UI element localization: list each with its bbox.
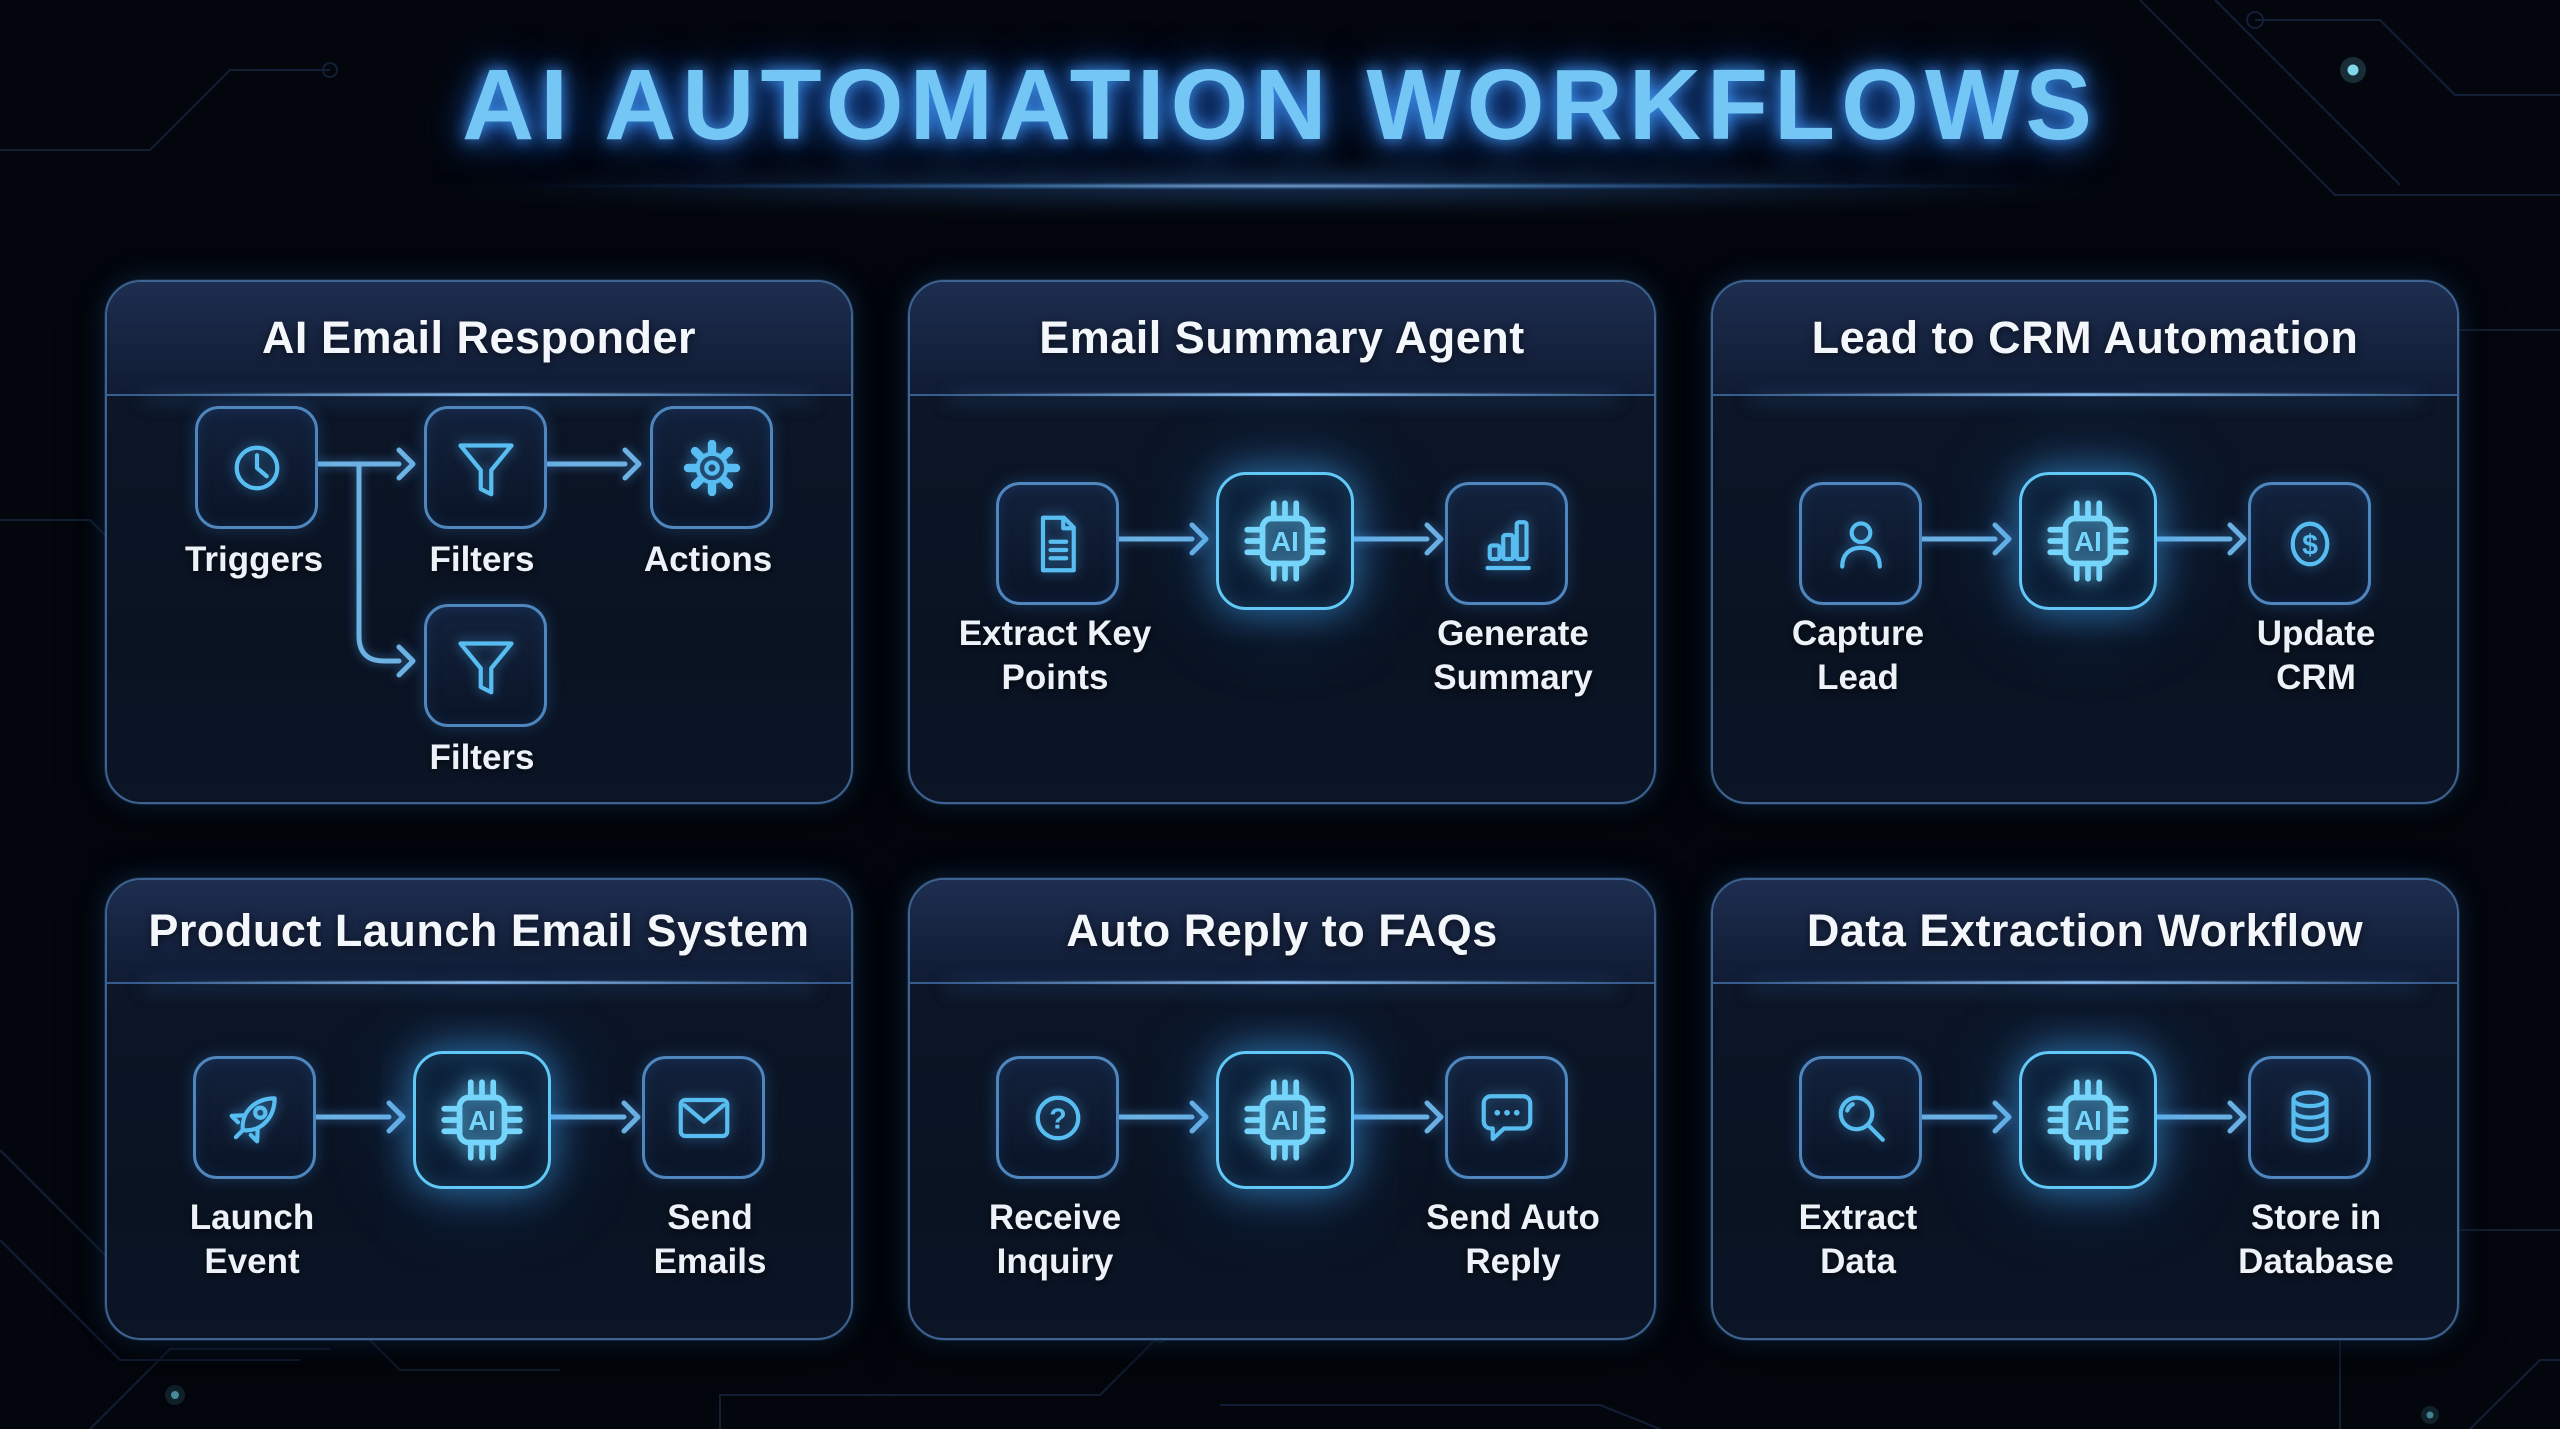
card-auto-reply-to-faqs: Auto Reply to FAQs Receive Inquiry Send … bbox=[908, 878, 1656, 1340]
node-filters-branch bbox=[424, 604, 547, 727]
node-update-crm bbox=[2248, 482, 2371, 605]
node-extract-key-points bbox=[996, 482, 1119, 605]
node-label-capture-lead: Capture Lead bbox=[1791, 614, 1925, 697]
flow-arrows bbox=[1919, 522, 2247, 556]
card-ai-email-responder: AI Email Responder Triggers Filters Act bbox=[105, 280, 853, 804]
node-launch-event bbox=[193, 1056, 316, 1179]
flow-arrows bbox=[1116, 1100, 1444, 1134]
node-filters bbox=[424, 406, 547, 529]
ai-chip-icon bbox=[2039, 1071, 2137, 1169]
node-label-send-emails: Send Emails bbox=[653, 1198, 767, 1281]
node-ai-processor bbox=[1135, 970, 1435, 1270]
node-label-filters-branch: Filters bbox=[429, 738, 535, 777]
card-header: Auto Reply to FAQs bbox=[910, 880, 1654, 984]
flow-arrows bbox=[1919, 1100, 2247, 1134]
workflow-diagram: Triggers Filters Actions Filters bbox=[107, 396, 851, 802]
document-icon bbox=[1022, 508, 1094, 580]
card-title: Product Launch Email System bbox=[148, 905, 810, 956]
node-ai-processor bbox=[332, 970, 632, 1270]
workflow-diagram: Launch Event Send Emails bbox=[107, 970, 851, 1338]
ai-chip-icon bbox=[433, 1071, 531, 1169]
node-label-filters: Filters bbox=[429, 540, 535, 579]
node-label-send-auto-reply: Send Auto Reply bbox=[1426, 1198, 1600, 1281]
node-send-emails bbox=[642, 1056, 765, 1179]
workflow-diagram: Extract Data Store in Database bbox=[1713, 970, 2457, 1338]
card-lead-to-crm-automation: Lead to CRM Automation Capture Lead Upda… bbox=[1711, 280, 2459, 804]
card-data-extraction-workflow: Data Extraction Workflow Extract Data St… bbox=[1711, 878, 2459, 1340]
chat-bubble-icon bbox=[1471, 1082, 1543, 1154]
dollar-circle-icon bbox=[2274, 508, 2346, 580]
node-send-auto-reply bbox=[1445, 1056, 1568, 1179]
envelope-icon bbox=[668, 1082, 740, 1154]
node-triggers bbox=[195, 406, 318, 529]
node-label-receive-inquiry: Receive Inquiry bbox=[988, 1198, 1122, 1281]
node-capture-lead bbox=[1799, 482, 1922, 605]
node-label-store-in-database: Store in Database bbox=[2238, 1198, 2394, 1281]
card-header: Data Extraction Workflow bbox=[1713, 880, 2457, 984]
node-label-actions: Actions bbox=[643, 540, 773, 579]
flow-arrows bbox=[315, 447, 642, 678]
node-store-in-database bbox=[2248, 1056, 2371, 1179]
ai-chip-icon bbox=[2039, 492, 2137, 590]
card-header: Product Launch Email System bbox=[107, 880, 851, 984]
workflow-diagram: Extract Key Points Generate Summary bbox=[910, 391, 1654, 802]
funnel-icon bbox=[450, 630, 522, 702]
flow-arrows bbox=[313, 1100, 641, 1134]
glow-dot bbox=[165, 57, 2439, 1424]
card-header: Email Summary Agent bbox=[910, 282, 1654, 396]
title-glow-streak bbox=[520, 183, 2040, 189]
node-generate-summary bbox=[1445, 482, 1568, 605]
question-circle-icon bbox=[1022, 1082, 1094, 1154]
database-icon bbox=[2274, 1082, 2346, 1154]
card-header: AI Email Responder bbox=[107, 282, 851, 396]
node-ai-processor bbox=[1135, 391, 1435, 691]
bar-chart-icon bbox=[1471, 508, 1543, 580]
node-label-update-crm: Update CRM bbox=[2256, 614, 2376, 697]
flow-arrows bbox=[1116, 522, 1444, 556]
magnifier-icon bbox=[1825, 1082, 1897, 1154]
node-ai-processor bbox=[1938, 391, 2238, 691]
node-label-extract-key-points: Extract Key Points bbox=[958, 614, 1152, 697]
node-label-launch-event: Launch Event bbox=[189, 1198, 315, 1281]
node-label-triggers: Triggers bbox=[184, 540, 324, 579]
page-title: AI AUTOMATION WORKFLOWS bbox=[462, 49, 2098, 161]
card-title: Data Extraction Workflow bbox=[1806, 905, 2364, 956]
node-extract-data bbox=[1799, 1056, 1922, 1179]
person-icon bbox=[1825, 508, 1897, 580]
node-actions bbox=[650, 406, 773, 529]
card-title: Lead to CRM Automation bbox=[1811, 312, 2359, 363]
workflow-diagram: Receive Inquiry Send Auto Reply bbox=[910, 970, 1654, 1338]
node-label-extract-data: Extract Data bbox=[1798, 1198, 1918, 1281]
card-product-launch-email-system: Product Launch Email System Launch Event… bbox=[105, 878, 853, 1340]
card-header: Lead to CRM Automation bbox=[1713, 282, 2457, 396]
card-title: AI Email Responder bbox=[261, 312, 697, 363]
workflow-diagram: Capture Lead Update CRM bbox=[1713, 391, 2457, 802]
ai-chip-icon bbox=[1236, 492, 1334, 590]
card-email-summary-agent: Email Summary Agent Extract Key Points G… bbox=[908, 280, 1656, 804]
clock-icon bbox=[221, 432, 293, 504]
card-title: Auto Reply to FAQs bbox=[1066, 905, 1498, 956]
ai-chip-icon bbox=[1236, 1071, 1334, 1169]
node-ai-processor bbox=[1938, 970, 2238, 1270]
rocket-icon bbox=[219, 1082, 291, 1154]
gear-icon bbox=[676, 432, 748, 504]
funnel-icon bbox=[450, 432, 522, 504]
card-title: Email Summary Agent bbox=[1039, 312, 1525, 363]
node-receive-inquiry bbox=[996, 1056, 1119, 1179]
node-label-generate-summary: Generate Summary bbox=[1433, 614, 1593, 697]
